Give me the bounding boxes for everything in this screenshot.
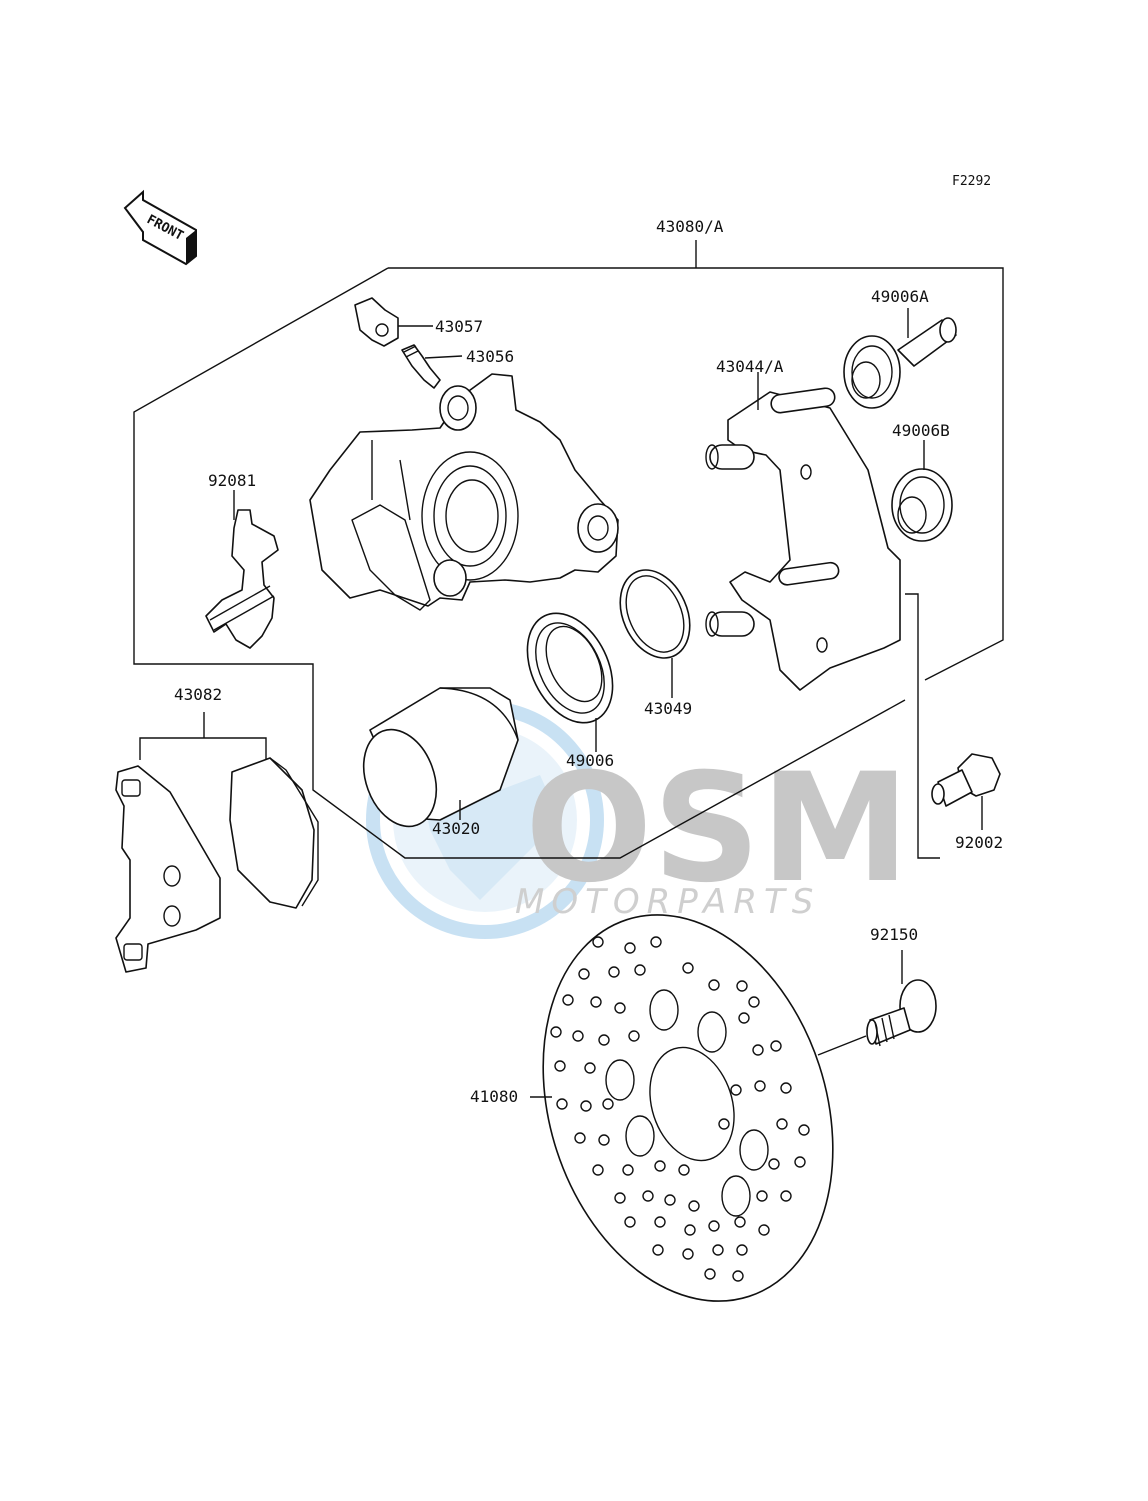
label-bleeder: 43056 (466, 347, 514, 366)
boot-b-part (891, 440, 953, 542)
watermark: OSM MOTORPARTS (366, 701, 910, 939)
brake-disc-part (530, 914, 834, 1302)
label-cap: 43057 (435, 317, 483, 336)
bleeder-part (401, 344, 463, 389)
label-holder: 43044/A (716, 357, 784, 376)
label-boot-a: 49006A (871, 287, 929, 306)
label-bolt-caliper: 92002 (955, 833, 1003, 852)
label-caliper-assy: 43080/A (656, 217, 724, 236)
holder-part (705, 372, 901, 691)
caliper-bolt-part (905, 593, 1001, 859)
disc-bolt-part (817, 950, 937, 1056)
cap-part (354, 297, 433, 347)
label-boot-b: 49006B (892, 421, 950, 440)
label-bolt-disc: 92150 (870, 925, 918, 944)
label-piston: 43020 (432, 819, 480, 838)
watermark-brand: OSM (525, 742, 910, 916)
front-arrow-icon: FRONT (123, 189, 197, 266)
disc-holes (550, 936, 810, 1282)
seal-part (619, 569, 691, 698)
label-seal: 43049 (644, 699, 692, 718)
label-dust-seal: 49006 (566, 751, 614, 770)
label-pad-assy: 43082 (174, 685, 222, 704)
diagram-code: F2292 (952, 174, 991, 189)
caliper-assy-boundary (133, 240, 1004, 859)
part-labels: 43080/A 43057 43056 49006A 43044/A 49006… (174, 217, 1003, 1106)
boot-a-part (843, 308, 957, 409)
spring-part (205, 490, 279, 649)
caliper-body (309, 373, 619, 611)
piston-part (362, 687, 519, 828)
dust-seal-part (526, 612, 614, 752)
label-disc: 41080 (470, 1087, 518, 1106)
label-spring: 92081 (208, 471, 256, 490)
pad-assy-part (115, 712, 319, 973)
